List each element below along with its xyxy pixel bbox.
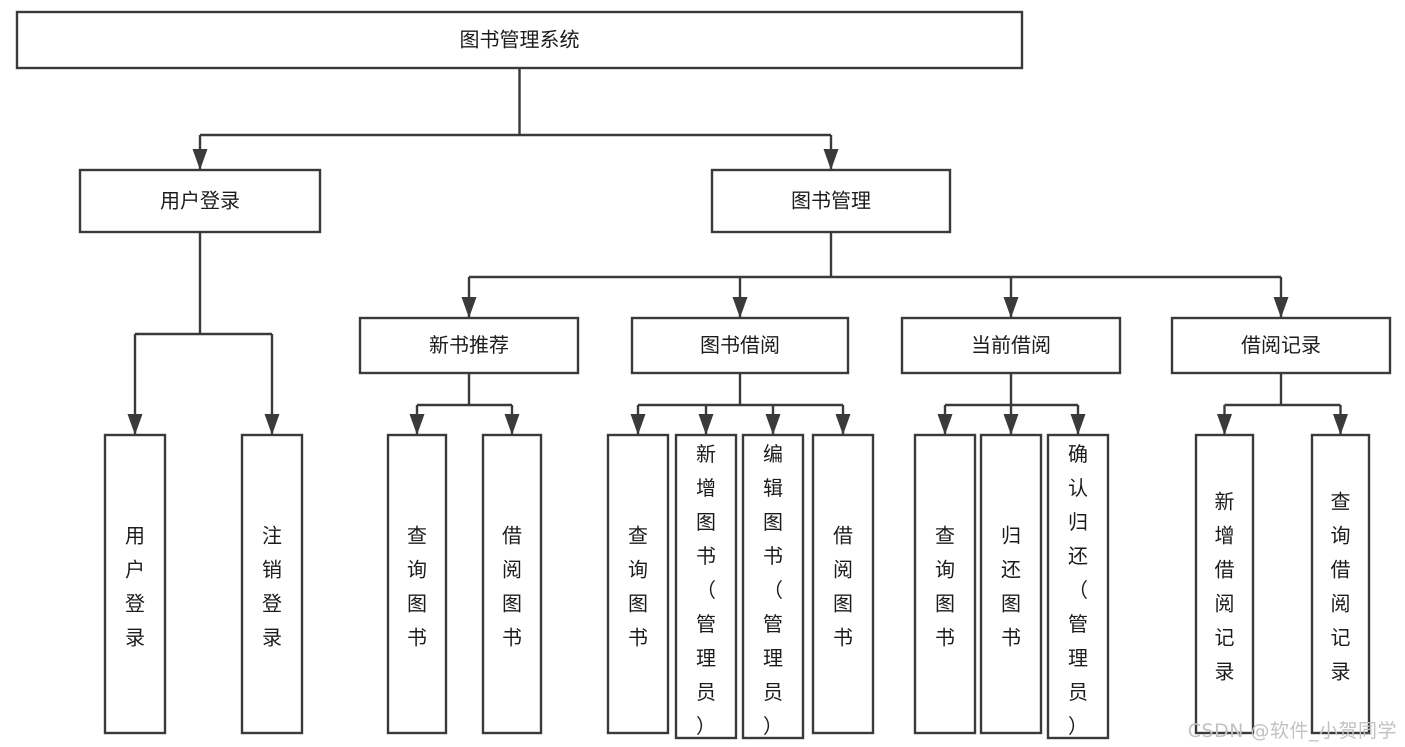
node-label: 借阅图书: [502, 524, 522, 650]
arrow-head-icon: [698, 414, 714, 435]
node-e59bbee4b9a6e7aea1e79086[interactable]: 图书管理: [710, 168, 952, 234]
node-e5809fe99885e59bbee4b9a6[interactable]: 借阅图书: [481, 433, 543, 735]
arrow-head-icon: [409, 414, 425, 435]
node-e69fa5e8afa2e59bbee4b9a6[interactable]: 查询图书: [913, 433, 977, 735]
node-label: 图书管理: [791, 189, 871, 213]
node-box: [358, 316, 580, 375]
node-e59bbee4b9a6e7aea1e79086e7b3bbe7bb9f[interactable]: 图书管理系统: [15, 10, 1024, 70]
node-e6b3a8e99480e799bbe5bd95[interactable]: 注销登录: [240, 433, 304, 735]
watermark-text: CSDN @软件_小贺同学: [1187, 720, 1397, 742]
node-e69fa5e8afa2e5809fe99885e8aeb0e5bd95[interactable]: 查询借阅记录: [1310, 433, 1371, 735]
arrow-head-icon: [1003, 414, 1019, 435]
arrow-head-icon: [823, 149, 839, 170]
node-box: [741, 433, 805, 740]
arrow-head-icon: [1273, 297, 1289, 318]
node-label: 图书管理系统: [460, 28, 580, 52]
node-label: 注销登录: [262, 524, 282, 650]
node-box: [15, 10, 1024, 70]
node-label: 借阅图书: [833, 524, 853, 650]
node-label: 新书推荐: [429, 333, 509, 357]
arrow-head-icon: [732, 297, 748, 318]
node-box: [481, 433, 543, 735]
node-box: [900, 316, 1122, 375]
node-e59bbee4b9a6e5809fe99885[interactable]: 图书借阅: [630, 316, 850, 375]
node-e7bc96e8be91e59bbee4b9a6efbc88e7aea1e79086e59198efbc89[interactable]: 编辑图书（管理员）: [741, 433, 805, 740]
arrow-head-icon: [1333, 414, 1348, 435]
node-box: [78, 168, 322, 234]
node-label: 编辑图书（管理员）: [763, 442, 783, 738]
node-box: [913, 433, 977, 735]
arrow-head-icon: [504, 414, 520, 435]
node-label: 借阅记录: [1241, 333, 1321, 357]
arrow-head-icon: [630, 414, 646, 435]
node-box: [811, 433, 875, 735]
arrow-head-icon: [1217, 414, 1232, 435]
node-box: [1310, 433, 1371, 735]
arrow-head-icon: [937, 414, 953, 435]
node-e7a1aee8aea4e5bd92e8bf98efbc88e7aea1e79086e59198efbc89[interactable]: 确认归还（管理员）: [1046, 433, 1110, 740]
node-box: [630, 316, 850, 375]
node-e69fa5e8afa2e59bbee4b9a6[interactable]: 查询图书: [606, 433, 670, 735]
node-box: [710, 168, 952, 234]
node-label: 当前借阅: [971, 333, 1051, 357]
arrow-head-icon: [461, 297, 477, 318]
node-box: [979, 433, 1043, 735]
node-box: [240, 433, 304, 735]
node-e5bd93e5898de5809fe99885[interactable]: 当前借阅: [900, 316, 1122, 375]
node-e5809fe99885e8aeb0e5bd95[interactable]: 借阅记录: [1170, 316, 1392, 375]
node-label: 用户登录: [160, 189, 240, 213]
arrow-head-icon: [835, 414, 851, 435]
node-box: [1046, 433, 1110, 740]
node-label: 查询图书: [935, 524, 955, 650]
node-e696b0e5a29ee59bbee4b9a6efbc88e7aea1e79086e59198efbc89[interactable]: 新增图书（管理员）: [674, 433, 738, 740]
node-label: 查询借阅记录: [1331, 490, 1351, 684]
node-e696b0e5a29ee5809fe99885e8aeb0e5bd95[interactable]: 新增借阅记录: [1194, 433, 1255, 735]
node-label: 图书借阅: [700, 333, 780, 357]
node-label: 查询图书: [407, 524, 427, 650]
node-label: 确认归还（管理员）: [1068, 442, 1088, 738]
node-box: [1170, 316, 1392, 375]
node-label: 新增借阅记录: [1215, 490, 1235, 684]
arrow-head-icon: [1003, 297, 1019, 318]
arrow-head-icon: [192, 149, 208, 170]
node-label: 新增图书（管理员）: [696, 442, 716, 738]
node-e794a8e688b7e799bbe5bd95[interactable]: 用户登录: [103, 433, 167, 735]
node-e69fa5e8afa2e59bbee4b9a6[interactable]: 查询图书: [386, 433, 448, 735]
node-e5809fe99885e59bbee4b9a6[interactable]: 借阅图书: [811, 433, 875, 735]
arrow-head-icon: [765, 414, 781, 435]
node-box: [606, 433, 670, 735]
node-e794a8e688b7e799bbe5bd95[interactable]: 用户登录: [78, 168, 322, 234]
arrow-head-icon: [1070, 414, 1086, 435]
node-e5bd92e8bf98e59bbee4b9a6[interactable]: 归还图书: [979, 433, 1043, 735]
node-label: 归还图书: [1001, 524, 1021, 650]
node-box: [1194, 433, 1255, 735]
node-box: [674, 433, 738, 740]
node-label: 查询图书: [628, 524, 648, 650]
arrow-head-icon: [264, 414, 280, 435]
node-e696b0e4b9a6e68ea8e88d90[interactable]: 新书推荐: [358, 316, 580, 375]
node-label: 用户登录: [125, 524, 145, 650]
node-box: [386, 433, 448, 735]
arrow-head-icon: [127, 414, 143, 435]
node-box: [103, 433, 167, 735]
